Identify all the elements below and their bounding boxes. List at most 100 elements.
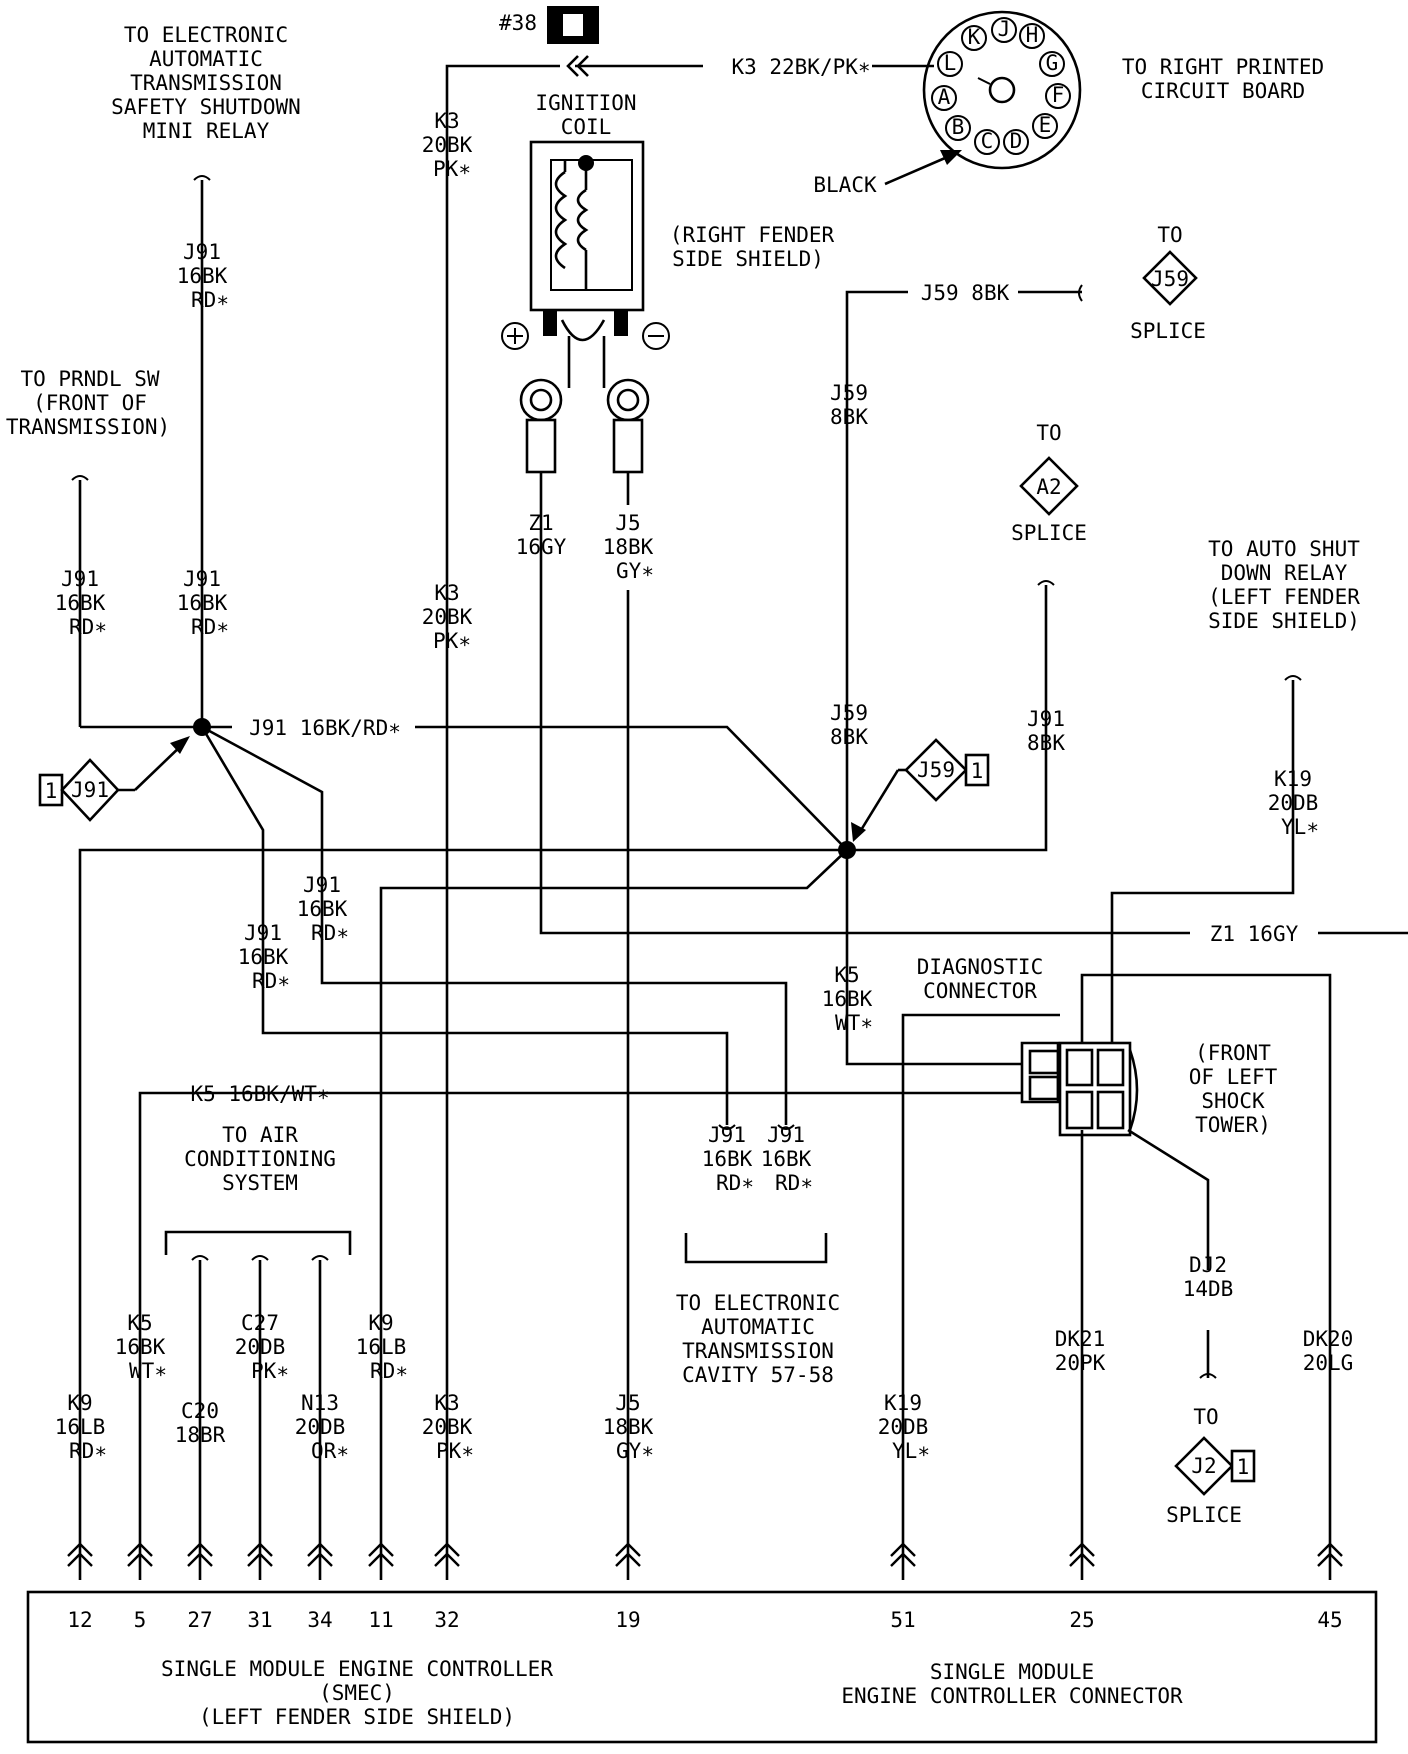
label-j5-d2: 18BK [603, 1415, 654, 1439]
label-k19-b1: K19 [884, 1391, 922, 1415]
label-k9-a3: RD∗ [370, 1359, 408, 1383]
label-right-fender-1: (RIGHT FENDER [670, 223, 835, 247]
wire-k9-11 [379, 849, 848, 1527]
connector-pin-h: H [1019, 23, 1045, 49]
wire-dj2 [1127, 1128, 1210, 1378]
label-eatx-relay-1: TO ELECTRONIC [124, 23, 288, 47]
ac-bracket [164, 1230, 352, 1255]
label-dk20-a: DK20 [1303, 1327, 1354, 1351]
connector-pin-d: D [1003, 129, 1029, 155]
controller-pin-45: 45 [1317, 1608, 1342, 1632]
label-j5-a: J5 [615, 511, 640, 535]
label-ac-1: TO AIR [222, 1123, 298, 1147]
label-k5-a3: WT∗ [835, 1011, 873, 1035]
wire-j59 [845, 290, 1082, 850]
connector-pin-f: F [1045, 83, 1071, 109]
label-k3-c1: K3 [434, 1391, 459, 1415]
wire-j91-horizontal [202, 725, 848, 851]
svg-text:B: B [952, 115, 965, 139]
label-c20-a: C20 [181, 1399, 219, 1423]
label-j91-c2: 16BK [177, 591, 228, 615]
label-k9-a2: 16LB [356, 1335, 407, 1359]
label-prndl-1: TO PRNDL SW [20, 367, 159, 391]
connector-38-chevron [566, 55, 589, 77]
label-k19-b2: 20DB [878, 1415, 929, 1439]
controller-pin-19: 19 [615, 1608, 640, 1632]
controller-pin-25: 25 [1069, 1608, 1094, 1632]
svg-text:J: J [998, 17, 1011, 41]
label-j91-g1: J91 [708, 1123, 746, 1147]
label-j91-e3: RD∗ [311, 921, 349, 945]
svg-text:E: E [1039, 113, 1052, 137]
label-dj2-b: 14DB [1183, 1277, 1234, 1301]
label-j91-a3: RD∗ [191, 288, 229, 312]
label-eatx-cavity-4: CAVITY 57-58 [682, 1363, 834, 1387]
label-j91-b2: 16BK [55, 591, 106, 615]
svg-text:F: F [1052, 83, 1065, 107]
label-j5-b: 18BK [603, 535, 654, 559]
label-k3-a2: 20BK [422, 133, 473, 157]
ref-j91-diamond [38, 758, 135, 822]
label-k19-a3: YL∗ [1281, 815, 1319, 839]
label-smec-1: SINGLE MODULE ENGINE CONTROLLER [161, 1657, 553, 1681]
controller-pin-chevron-11 [368, 1542, 394, 1567]
label-k5-b3: WT∗ [129, 1359, 167, 1383]
label-k3-a3: PK∗ [433, 157, 471, 181]
arrow-black [884, 153, 953, 186]
label-j91-a2: 16BK [177, 264, 228, 288]
label-j5-d3: GY∗ [616, 1439, 654, 1463]
label-k19-b3: YL∗ [892, 1439, 930, 1463]
label-j91-h3: RD∗ [775, 1171, 813, 1195]
controller-pin-chevron-19 [615, 1542, 641, 1567]
arrow-j59 [856, 769, 900, 836]
wire-k5-smec [138, 1091, 1022, 1527]
controller-pin-chevron-51 [890, 1542, 916, 1567]
controller-pin-5: 5 [134, 1608, 147, 1632]
label-ref-j91: J91 [71, 778, 109, 802]
label-eatx-relay-2: AUTOMATIC [149, 47, 263, 71]
label-to-3: TO [1193, 1405, 1218, 1429]
label-smec-3: (LEFT FENDER SIDE SHIELD) [199, 1705, 515, 1729]
diagnostic-connector [1020, 1041, 1139, 1137]
label-k3-top: K3 22BK/PK∗ [731, 55, 870, 79]
wire-j91-branch-a [200, 726, 729, 1125]
controller-pin-chevron-45 [1317, 1542, 1343, 1567]
controller-pin-chevron-34 [307, 1542, 333, 1567]
label-j91-h2: 16BK [761, 1147, 812, 1171]
ref-j59-diamond [898, 738, 990, 802]
connector-38-icon-window [563, 14, 583, 36]
label-j91-b3: RD∗ [69, 615, 107, 639]
splice-j59-dot [838, 841, 856, 859]
label-j91-e2: 16BK [297, 897, 348, 921]
label-printed-board-2: CIRCUIT BOARD [1141, 79, 1305, 103]
arrow-j59-head [851, 822, 866, 842]
label-j91-g3: RD∗ [716, 1171, 754, 1195]
label-c27-b: 20DB [235, 1335, 286, 1359]
label-eatx-relay-4: SAFETY SHUTDOWN [111, 95, 301, 119]
controller-pin-31: 31 [247, 1608, 272, 1632]
label-z1-a: Z1 [528, 511, 553, 535]
label-eatx-relay-5: MINI RELAY [143, 119, 270, 143]
label-k3-b2: 20BK [422, 605, 473, 629]
printed-circuit-board-connector [922, 10, 1082, 170]
label-dk20-b: 20LG [1303, 1351, 1354, 1375]
label-k3-b3: PK∗ [433, 629, 471, 653]
label-asd-3: (LEFT FENDER [1208, 585, 1360, 609]
wire-k5-diag [845, 850, 1022, 1066]
label-k3-b1: K3 [434, 581, 459, 605]
svg-text:K: K [968, 25, 981, 49]
controller-pin-11: 11 [368, 1608, 393, 1632]
label-j91-c3: RD∗ [191, 615, 229, 639]
controller-pin-12: 12 [67, 1608, 92, 1632]
label-k19-a2: 20DB [1268, 791, 1319, 815]
label-to-1: TO [1157, 223, 1182, 247]
controller-pin-32: 32 [434, 1608, 459, 1632]
label-splice-j59: J59 [1151, 267, 1189, 291]
label-j91-g2: 16BK [702, 1147, 753, 1171]
label-dk21-b: 20PK [1055, 1351, 1106, 1375]
label-z1-horizontal: Z1 16GY [1210, 922, 1299, 946]
controller-pin-chevron-31 [247, 1542, 273, 1567]
label-j59-c1: J59 [830, 701, 868, 725]
